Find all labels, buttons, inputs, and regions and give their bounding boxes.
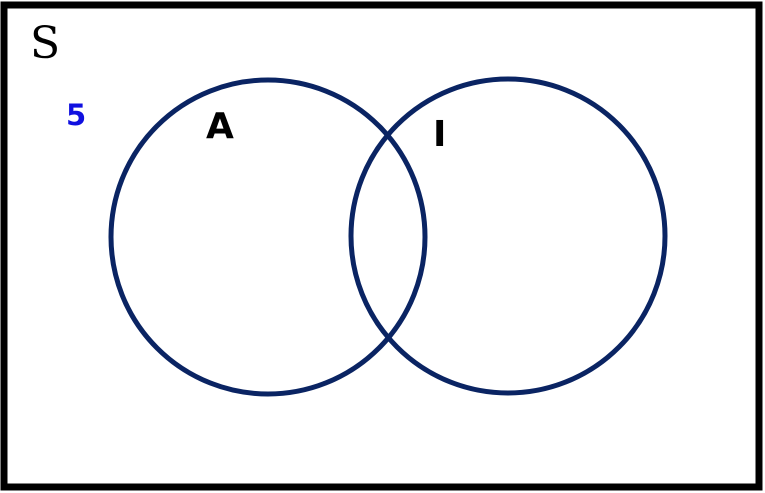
set-a-circle xyxy=(108,77,428,397)
outside-region-count: 5 xyxy=(66,98,86,132)
set-i-circle xyxy=(348,76,668,396)
set-a-label: A xyxy=(206,106,234,147)
universe-label: S xyxy=(30,18,60,69)
set-i-label: I xyxy=(433,114,446,155)
